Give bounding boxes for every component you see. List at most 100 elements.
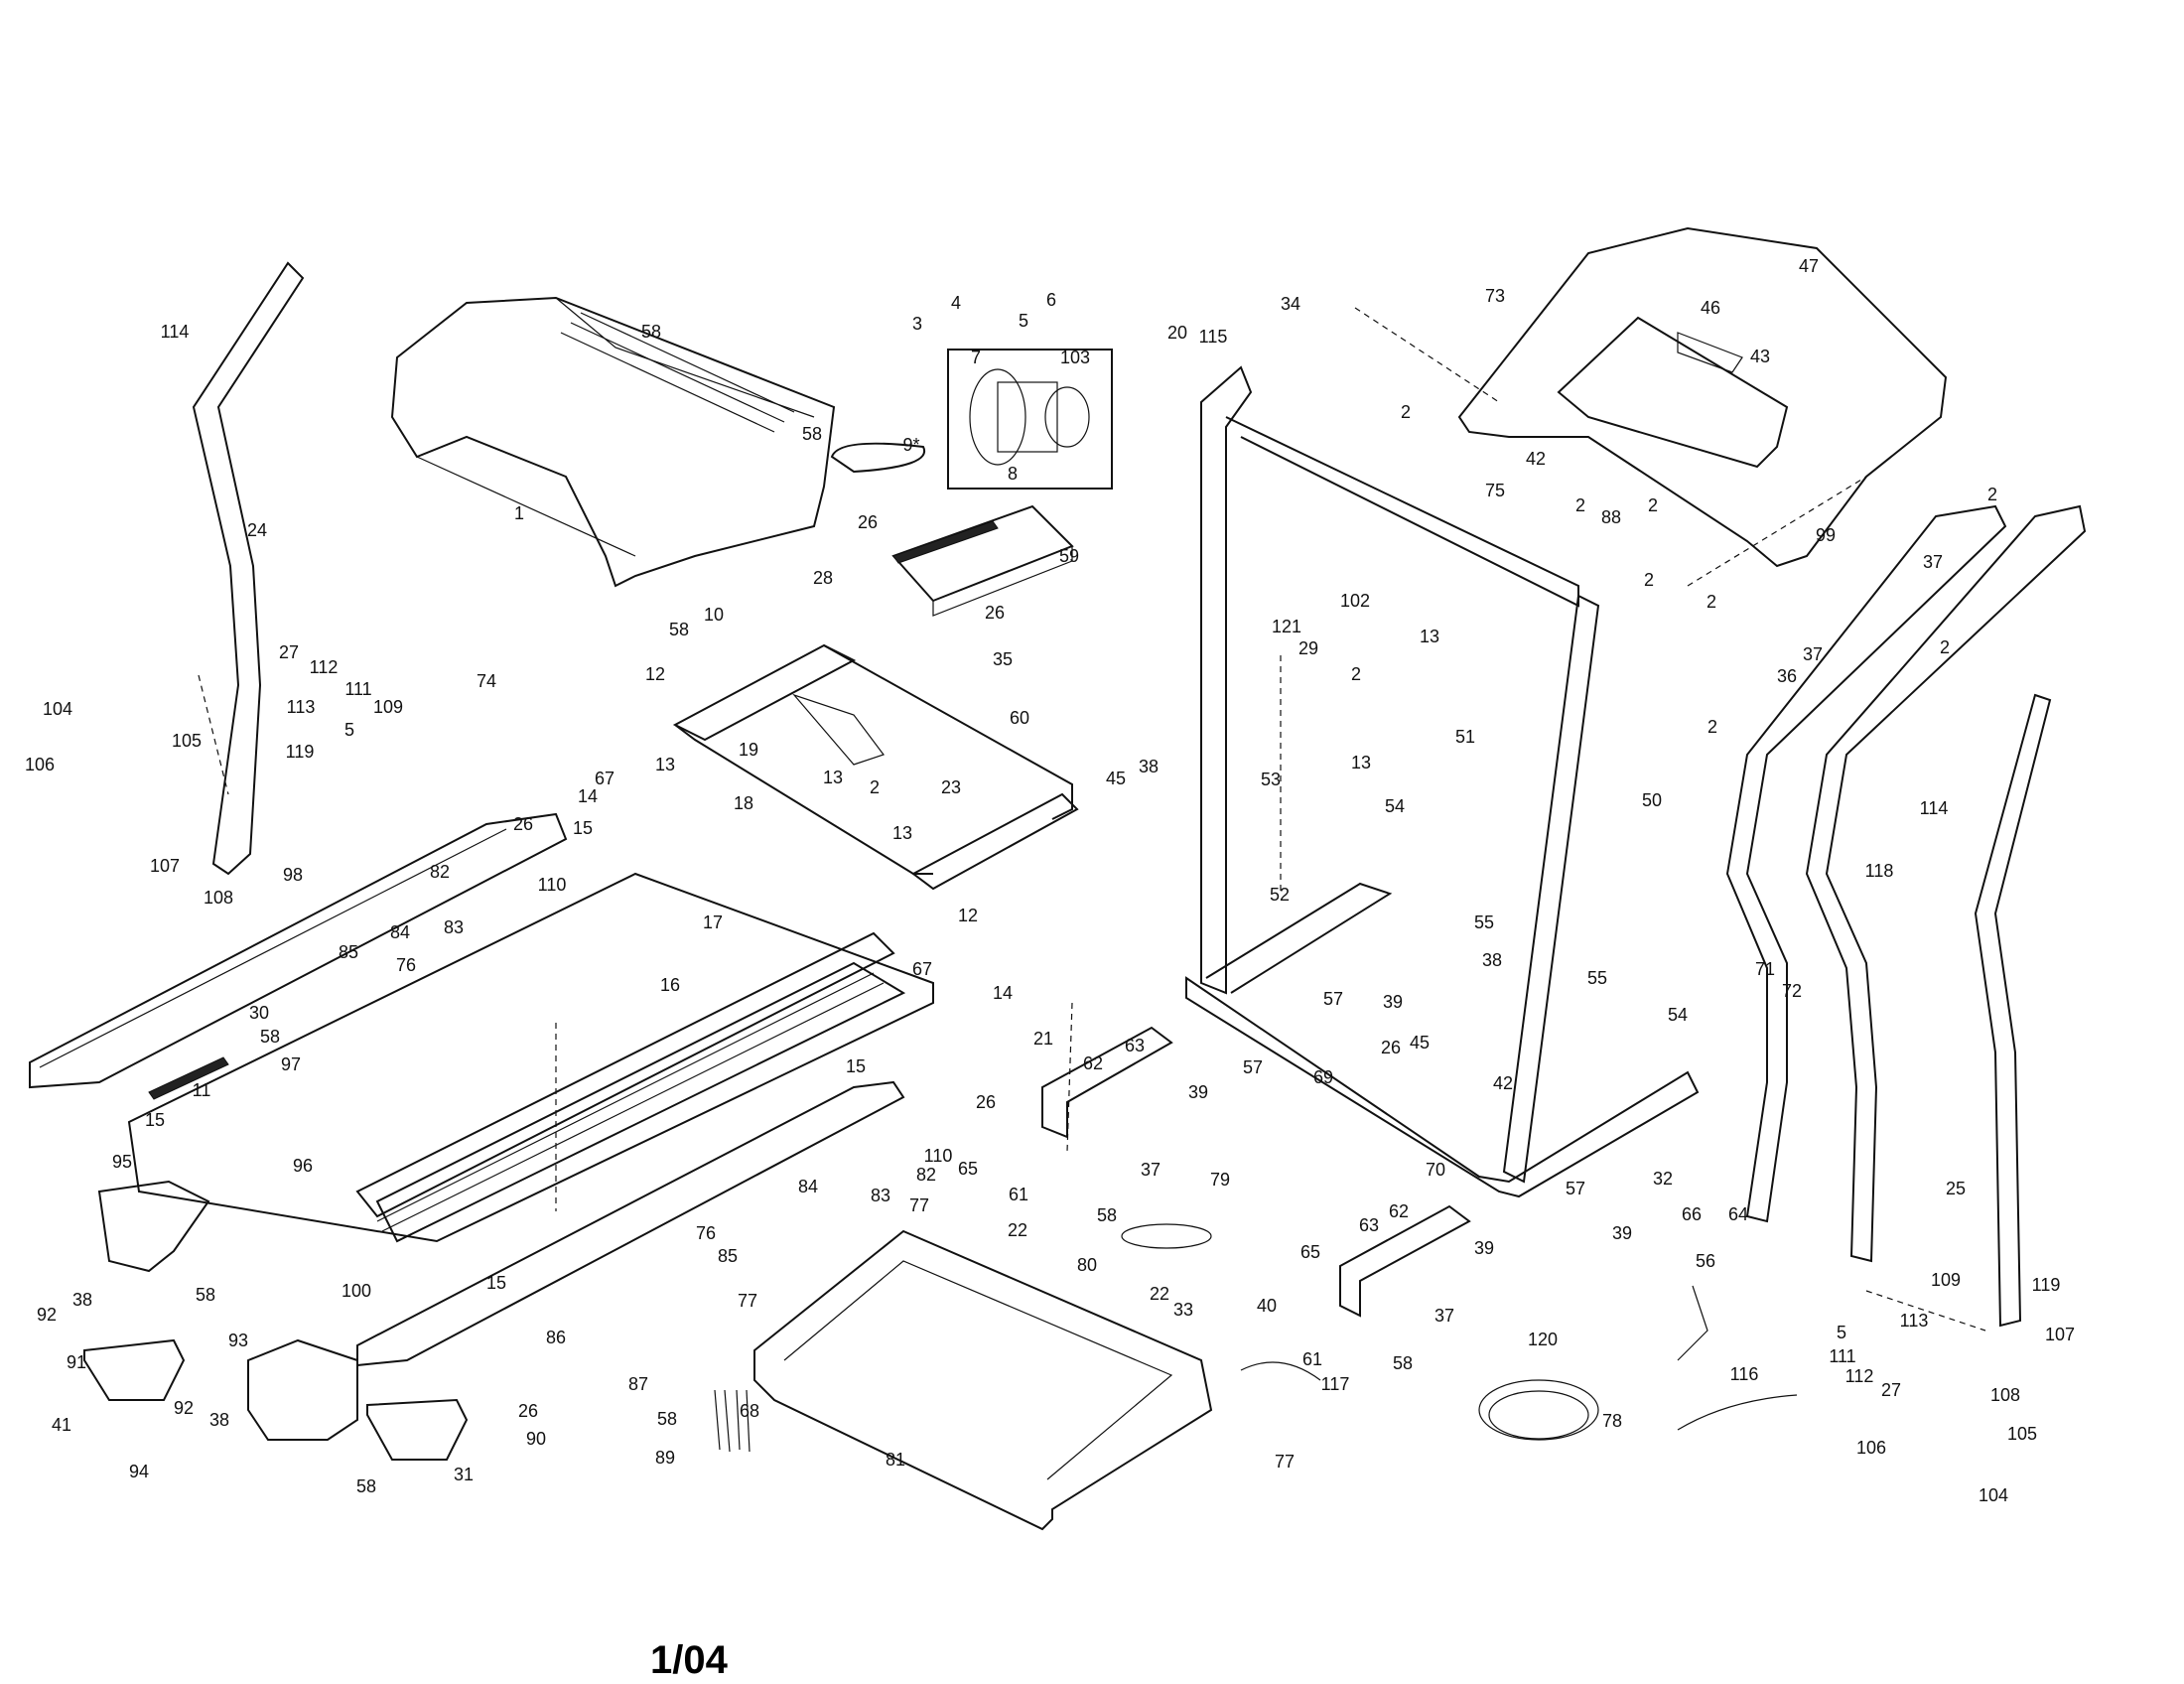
callout-24: 24 bbox=[247, 520, 267, 540]
callout-117: 117 bbox=[1321, 1374, 1350, 1394]
callout-2: 2 bbox=[1987, 485, 1997, 504]
callout-50: 50 bbox=[1642, 790, 1662, 810]
drive-motor-box bbox=[830, 349, 1113, 490]
callout-21: 21 bbox=[1033, 1029, 1053, 1049]
callout-54: 54 bbox=[1668, 1005, 1688, 1025]
callout-88: 88 bbox=[1601, 507, 1621, 527]
callout-86: 86 bbox=[546, 1328, 566, 1347]
callout-15: 15 bbox=[145, 1110, 165, 1130]
callout-58: 58 bbox=[260, 1027, 280, 1047]
callout-2: 2 bbox=[1401, 402, 1411, 422]
callout-13: 13 bbox=[1420, 627, 1439, 646]
callout-9*: 9* bbox=[902, 435, 919, 455]
callout-83: 83 bbox=[871, 1186, 890, 1205]
callout-2: 2 bbox=[1644, 570, 1654, 590]
callout-37: 37 bbox=[1803, 644, 1823, 664]
callout-67: 67 bbox=[595, 769, 614, 788]
frame-rails-drawing bbox=[1041, 1026, 1471, 1318]
callout-76: 76 bbox=[696, 1223, 716, 1243]
callout-39: 39 bbox=[1474, 1238, 1494, 1258]
callout-15: 15 bbox=[846, 1056, 866, 1076]
callout-55: 55 bbox=[1474, 912, 1494, 932]
callout-83: 83 bbox=[444, 917, 464, 937]
callout-18: 18 bbox=[734, 793, 753, 813]
callout-55: 55 bbox=[1587, 968, 1607, 988]
callout-4: 4 bbox=[951, 293, 961, 313]
callout-53: 53 bbox=[1261, 770, 1281, 789]
callout-13: 13 bbox=[655, 755, 675, 774]
callout-100: 100 bbox=[341, 1281, 371, 1301]
callout-41: 41 bbox=[52, 1415, 71, 1435]
left-upright-handrail-drawing bbox=[192, 261, 305, 876]
callout-92: 92 bbox=[37, 1305, 57, 1325]
cable-ties-drawing bbox=[714, 1389, 751, 1453]
callout-109: 109 bbox=[373, 697, 403, 717]
callout-77: 77 bbox=[738, 1291, 757, 1311]
callout-3: 3 bbox=[912, 314, 922, 334]
callout-112: 112 bbox=[310, 657, 339, 677]
callout-104: 104 bbox=[1979, 1485, 2008, 1505]
callout-11: 11 bbox=[193, 1080, 211, 1100]
callout-7: 7 bbox=[971, 348, 981, 367]
leader-lines bbox=[198, 307, 1986, 1332]
callout-67: 67 bbox=[912, 959, 932, 979]
controller-board-drawing bbox=[891, 504, 1074, 617]
callout-63: 63 bbox=[1125, 1036, 1145, 1055]
callout-113: 113 bbox=[1900, 1311, 1929, 1331]
callout-26: 26 bbox=[518, 1401, 538, 1421]
callout-106: 106 bbox=[25, 755, 55, 774]
callout-61: 61 bbox=[1302, 1349, 1322, 1369]
callout-1: 1 bbox=[514, 503, 524, 523]
callout-114: 114 bbox=[1920, 798, 1949, 818]
callout-105: 105 bbox=[172, 731, 202, 751]
callout-65: 65 bbox=[958, 1159, 978, 1179]
callout-77: 77 bbox=[909, 1195, 929, 1215]
callout-82: 82 bbox=[430, 862, 450, 882]
callout-5: 5 bbox=[1837, 1323, 1846, 1342]
callout-66: 66 bbox=[1682, 1204, 1702, 1224]
callout-57: 57 bbox=[1243, 1057, 1263, 1077]
callout-39: 39 bbox=[1188, 1082, 1208, 1102]
callout-82: 82 bbox=[916, 1165, 936, 1185]
callout-17: 17 bbox=[703, 912, 723, 932]
callout-33: 33 bbox=[1173, 1300, 1193, 1320]
callout-6: 6 bbox=[1046, 290, 1056, 310]
callout-107: 107 bbox=[150, 856, 180, 876]
callout-77: 77 bbox=[1275, 1452, 1295, 1472]
callout-112: 112 bbox=[1845, 1366, 1874, 1386]
callout-12: 12 bbox=[958, 906, 978, 925]
callout-46: 46 bbox=[1701, 298, 1720, 318]
callout-58: 58 bbox=[641, 322, 661, 342]
callout-107: 107 bbox=[2045, 1325, 2075, 1344]
callout-95: 95 bbox=[112, 1152, 132, 1172]
callout-14: 14 bbox=[993, 983, 1013, 1003]
callout-26: 26 bbox=[976, 1092, 996, 1112]
end-caps-and-trays-drawing bbox=[83, 1180, 469, 1461]
callout-39: 39 bbox=[1383, 992, 1403, 1012]
callout-13: 13 bbox=[823, 768, 843, 787]
callout-2: 2 bbox=[870, 777, 880, 797]
callout-80: 80 bbox=[1077, 1255, 1097, 1275]
callout-102: 102 bbox=[1340, 591, 1370, 611]
callout-69: 69 bbox=[1313, 1067, 1333, 1087]
callout-108: 108 bbox=[1990, 1385, 2020, 1405]
callout-85: 85 bbox=[339, 942, 358, 962]
callout-110: 110 bbox=[538, 875, 567, 895]
callout-38: 38 bbox=[1482, 950, 1502, 970]
callout-63: 63 bbox=[1359, 1215, 1379, 1235]
callout-8: 8 bbox=[1008, 464, 1018, 484]
callout-47: 47 bbox=[1799, 256, 1819, 276]
callout-45: 45 bbox=[1106, 769, 1126, 788]
callout-58: 58 bbox=[669, 620, 689, 639]
callout-121: 121 bbox=[1272, 617, 1301, 636]
callout-12: 12 bbox=[645, 664, 665, 684]
callout-78: 78 bbox=[1602, 1411, 1622, 1431]
base-pan-drawing bbox=[753, 1229, 1213, 1531]
callout-106: 106 bbox=[1856, 1438, 1886, 1458]
callout-62: 62 bbox=[1083, 1053, 1103, 1073]
callout-114: 114 bbox=[161, 322, 190, 342]
callout-32: 32 bbox=[1653, 1169, 1673, 1189]
callout-110: 110 bbox=[924, 1146, 953, 1166]
callout-73: 73 bbox=[1485, 286, 1505, 306]
